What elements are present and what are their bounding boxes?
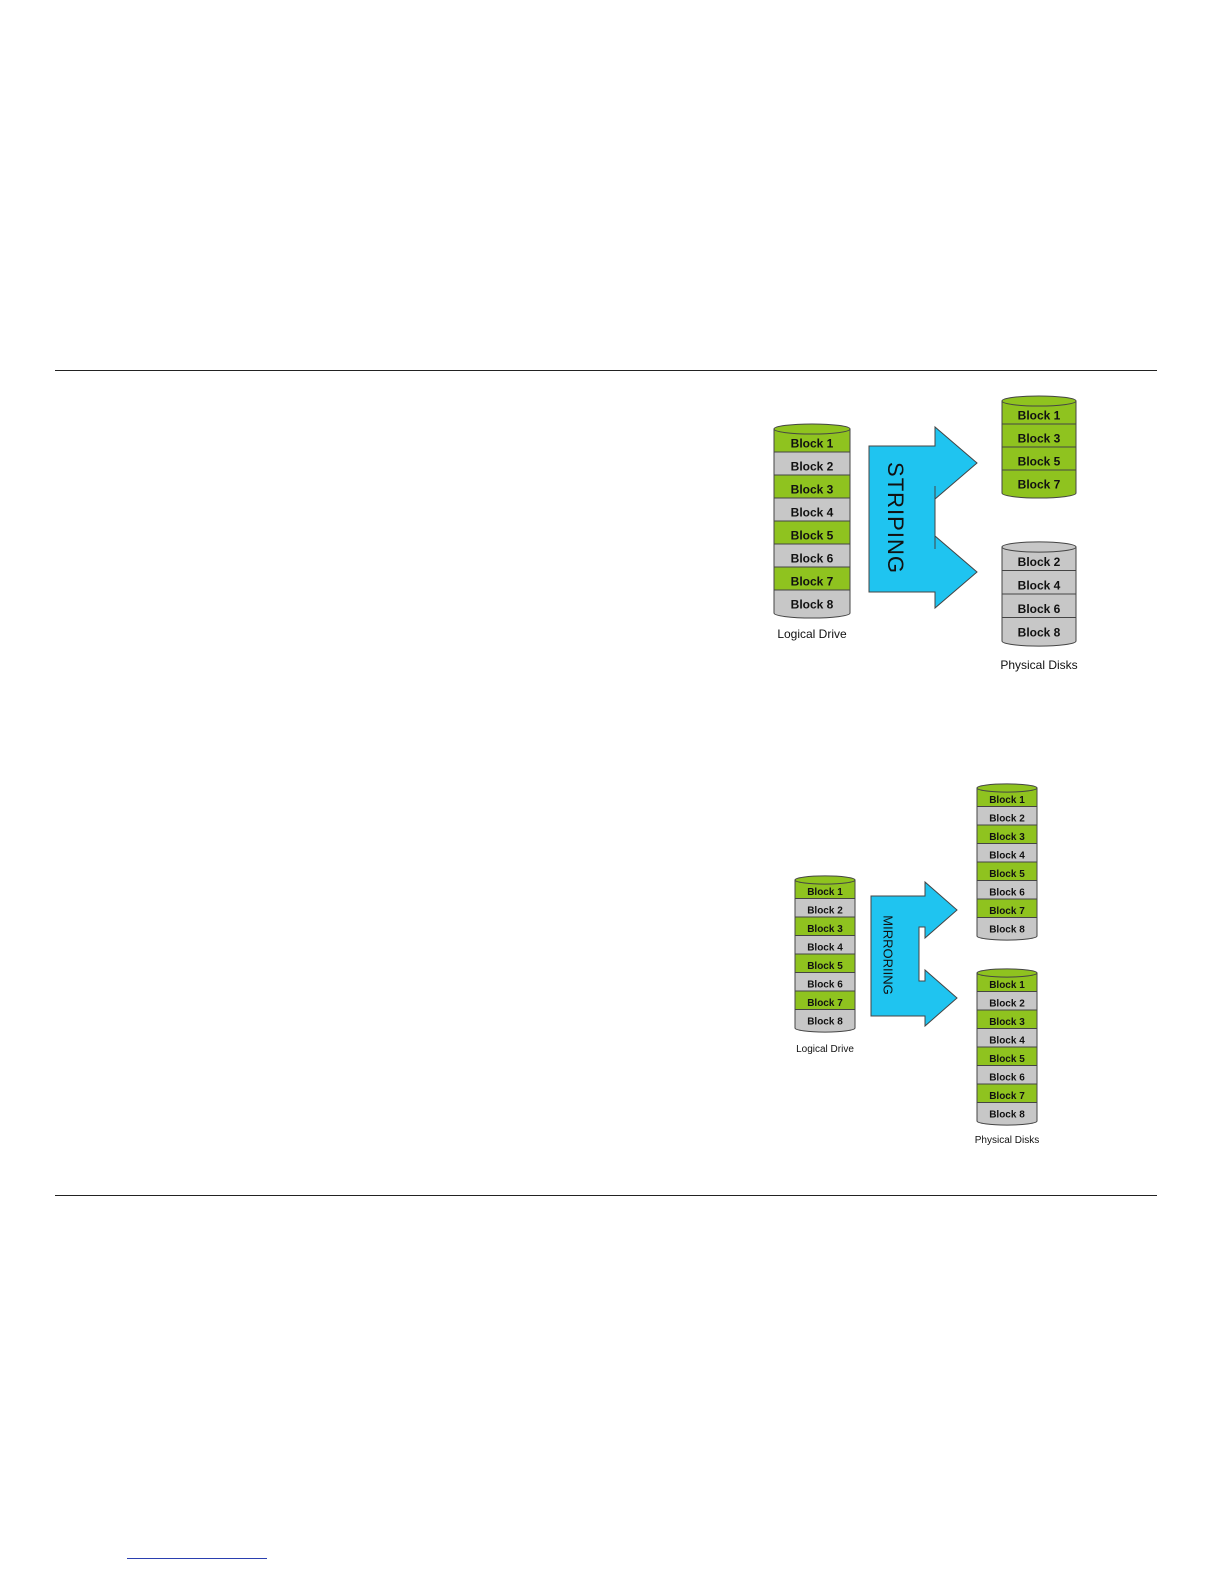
block-label: Block 4 [807,942,843,953]
block-label: Block 7 [989,906,1025,917]
block-label: Block 3 [1018,431,1061,445]
cylinder-top-cap [1002,542,1076,552]
mirroring-arrow-label: MIRRORIING [881,915,896,994]
striping-logical-drive: Block 1 Block 2 Block 3 Block 4 Block 5 Block… [774,424,850,618]
block-label: Block 5 [1018,454,1061,468]
block-label: Block 2 [989,998,1025,1009]
cylinder-top-cap [774,424,850,434]
mirroring-logical-drive: Block 1 Block 2 Block 3 Block 4 Block 5 Block… [795,876,855,1032]
block-label: Block 4 [989,1035,1025,1046]
block-label: Block 1 [989,795,1025,806]
block-label: Block 7 [791,574,834,588]
block-label: Block 5 [807,961,843,972]
block-label: Block 7 [1018,477,1061,491]
block-label: Block 4 [1018,578,1061,592]
cylinder-top-cap [977,784,1037,792]
block-label: Block 8 [1018,625,1061,639]
striping-physical-disk-2: Block 2 Block 4 Block 6 Block 8 [1002,542,1076,646]
block-label: Block 3 [791,482,834,496]
striping-physical-disks-caption: Physical Disks [1000,658,1077,672]
block-label: Block 6 [989,887,1025,898]
block-label: Block 6 [989,1072,1025,1083]
block-label: Block 8 [807,1016,843,1027]
block-label: Block 5 [989,1054,1025,1065]
block-label: Block 1 [989,980,1025,991]
block-label: Block 3 [989,1017,1025,1028]
block-label: Block 6 [791,551,834,565]
block-label: Block 1 [1018,408,1061,422]
cylinder-top-cap [795,876,855,884]
block-label: Block 2 [989,813,1025,824]
mirroring-physical-disk-2: Block 1 Block 2 Block 3 Block 4 Block 5 Block… [977,969,1037,1125]
block-label: Block 5 [989,869,1025,880]
mirroring-physical-disk-1: Block 1 Block 2 Block 3 Block 4 Block 5 Block… [977,784,1037,940]
mirroring-physical-disks-caption: Physical Disks [975,1135,1039,1146]
block-label: Block 6 [807,979,843,990]
block-label: Block 4 [791,505,834,519]
block-label: Block 7 [989,1091,1025,1102]
block-label: Block 1 [807,887,843,898]
striping-logical-drive-caption: Logical Drive [777,627,847,641]
block-label: Block 8 [989,924,1025,935]
block-label: Block 3 [807,924,843,935]
cylinder-top-cap [1002,396,1076,406]
block-label: Block 7 [807,998,843,1009]
cylinder-top-cap [977,969,1037,977]
block-label: Block 2 [807,905,843,916]
block-label: Block 1 [791,436,834,450]
block-label: Block 4 [989,850,1025,861]
block-label: Block 2 [791,459,834,473]
block-label: Block 6 [1018,602,1061,616]
block-label: Block 3 [989,832,1025,843]
block-label: Block 2 [1018,555,1061,569]
block-label: Block 8 [791,597,834,611]
striping-physical-disk-1: Block 1 Block 3 Block 5 Block 7 [1002,396,1076,498]
block-label: Block 8 [989,1109,1025,1120]
striping-arrow-label: STRIPING [883,462,908,574]
mirroring-logical-drive-caption: Logical Drive [796,1044,854,1055]
block-label: Block 5 [791,528,834,542]
